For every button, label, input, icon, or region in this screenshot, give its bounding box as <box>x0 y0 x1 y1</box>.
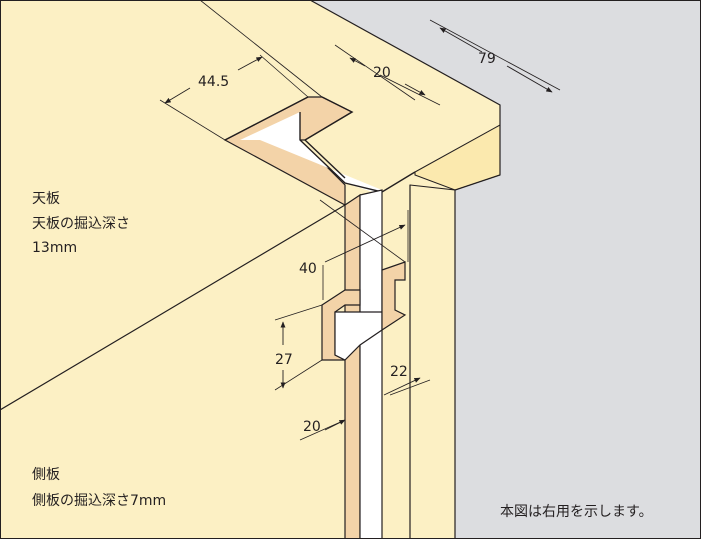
label-side-board-depth: 側板の掘込深さ7mm <box>32 493 166 509</box>
label-side-board: 側板 <box>32 467 60 483</box>
side-cross-cutout <box>321 289 361 361</box>
dim-20-bottom: 20 <box>303 419 321 435</box>
dim-79: 79 <box>478 51 496 67</box>
background-gray-area <box>310 0 701 539</box>
extension-lines <box>159 0 561 441</box>
dim-44-5: 44.5 <box>198 74 229 90</box>
dim-20-top: 20 <box>373 65 391 81</box>
dim-27: 27 <box>275 352 293 368</box>
label-top-board-depth-value: 13mm <box>32 240 77 256</box>
label-top-board: 天板 <box>32 191 60 207</box>
side-cross-right <box>381 261 407 332</box>
side-board-face <box>0 205 345 539</box>
dimension-lines <box>164 27 553 431</box>
side-board-strip <box>409 184 456 539</box>
side-slot-brown <box>344 193 361 539</box>
dim-22: 22 <box>390 364 408 380</box>
dim-40: 40 <box>299 261 317 277</box>
note-right-version: 本図は右用を示します。 <box>500 504 653 520</box>
board-outline-lines <box>0 0 501 539</box>
top-cutout-outline <box>224 96 416 193</box>
label-top-board-depth: 天板の掘込深さ <box>32 216 130 232</box>
top-cutout-hollow <box>240 112 382 195</box>
side-slot-hollow <box>359 189 383 539</box>
